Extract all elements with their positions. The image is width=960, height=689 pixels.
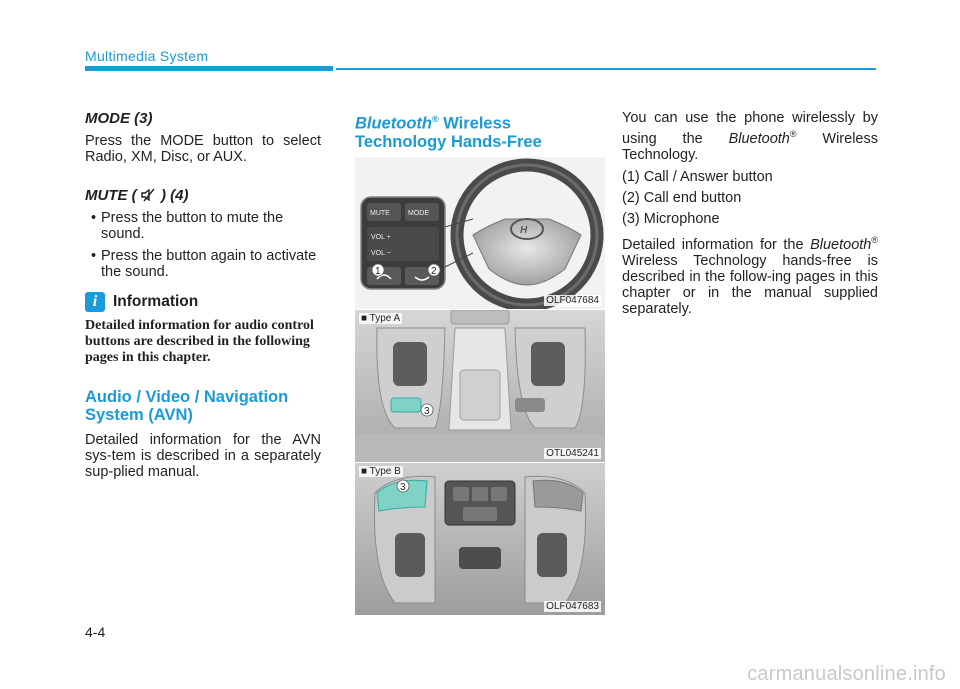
list-item-2: (2) Call end button (622, 189, 742, 206)
intro-text-a: You can use the phone wirelessly by usin… (622, 110, 878, 147)
intro-sup: ® (789, 129, 797, 139)
figure-code-1: OLF047684 (544, 295, 601, 306)
microphone-highlight-a (390, 397, 422, 413)
callout-2: 2 (431, 266, 437, 277)
overhead-console-type-a-figure: 3 ■ Type A OTL045241 (355, 310, 605, 462)
avn-text: Detailed information for the AVN sys-tem… (85, 432, 321, 480)
intro-bluetooth: Bluetooth (728, 130, 790, 147)
steering-wheel-illustration: H MUTE MODE VOL + VOL − 1 2 (355, 157, 605, 309)
mode-heading: MODE (3) (85, 110, 153, 127)
type-b-label: ■ Type B (359, 466, 403, 477)
mute-speaker-icon (141, 188, 155, 202)
detail-text-a: Detailed information for the (622, 236, 811, 253)
right-column: You can use the phone wirelessly by usin… (622, 110, 878, 323)
detail-sup: ® (871, 234, 878, 245)
bluetooth-heading-rest2: Technology Hands-Free (355, 132, 542, 151)
mode-text: Press the MODE button to select Radio, X… (85, 133, 321, 165)
callout-3b: 3 (400, 482, 406, 493)
intro-text-b: Wireless Technology. (622, 130, 878, 163)
overhead-console-type-b-illustration: 3 (355, 463, 605, 615)
list-item-3: (3) Microphone (622, 210, 720, 227)
information-heading: i Information (85, 292, 321, 312)
header-rule-thick (85, 66, 333, 71)
type-a-label: ■ Type A (359, 313, 403, 324)
information-title: Information (113, 293, 199, 310)
wheel-mode-label: MODE (408, 210, 429, 217)
figure-code-3: OLF047683 (544, 601, 601, 612)
avn-heading: Audio / Video / Navigation System (AVN) (85, 388, 289, 424)
list-item-1: (1) Call / Answer button (622, 168, 773, 185)
wheel-vol-up-label: VOL + (371, 234, 391, 241)
left-column: MODE (3) Press the MODE button to select… (85, 110, 321, 480)
svg-text:H: H (520, 225, 528, 236)
section-header: Multimedia System (85, 48, 209, 64)
page-number: 4-4 (85, 624, 106, 640)
mute-heading-pre: MUTE ( (85, 187, 137, 204)
information-text: Detailed information for audio control b… (85, 318, 314, 365)
middle-column-heading: Bluetooth® Wireless Technology Hands-Fre… (355, 110, 605, 151)
wheel-vol-down-label: VOL − (371, 250, 391, 257)
mute-heading: MUTE ( ) (4) (85, 187, 321, 204)
overhead-console-type-a-illustration: 3 (355, 310, 605, 462)
microphone-highlight-b (376, 479, 428, 512)
info-icon: i (85, 292, 105, 312)
header-rule-thin (336, 68, 876, 70)
bluetooth-heading: Bluetooth® Wireless Technology Hands-Fre… (355, 110, 605, 151)
bluetooth-heading-rest1: Wireless (438, 114, 511, 133)
callout-3a: 3 (424, 406, 430, 417)
bluetooth-heading-italic: Bluetooth (355, 114, 432, 133)
detail-text-b: Wireless Technology hands-free is descri… (622, 252, 878, 317)
bluetooth-detail: Detailed information for the Bluetooth® … (622, 232, 878, 317)
figure-code-2: OTL045241 (544, 448, 601, 459)
overhead-console-type-b-figure: 3 ■ Type B OLF047683 (355, 463, 605, 615)
steering-wheel-figure: H MUTE MODE VOL + VOL − 1 2 OLF047684 (355, 157, 605, 309)
bluetooth-intro: You can use the phone wirelessly by usin… (622, 110, 878, 163)
callout-1: 1 (375, 266, 381, 277)
mute-bullet-1: Press the button to mute the sound. (85, 210, 321, 242)
wheel-mute-label: MUTE (370, 210, 390, 217)
detail-bluetooth: Bluetooth (810, 236, 872, 253)
watermark: carmanualsonline.info (747, 663, 946, 685)
bluetooth-heading-sup: ® (431, 114, 439, 124)
mute-bullet-2: Press the button again to activate the s… (85, 248, 321, 280)
mute-heading-post: ) (4) (161, 187, 189, 204)
